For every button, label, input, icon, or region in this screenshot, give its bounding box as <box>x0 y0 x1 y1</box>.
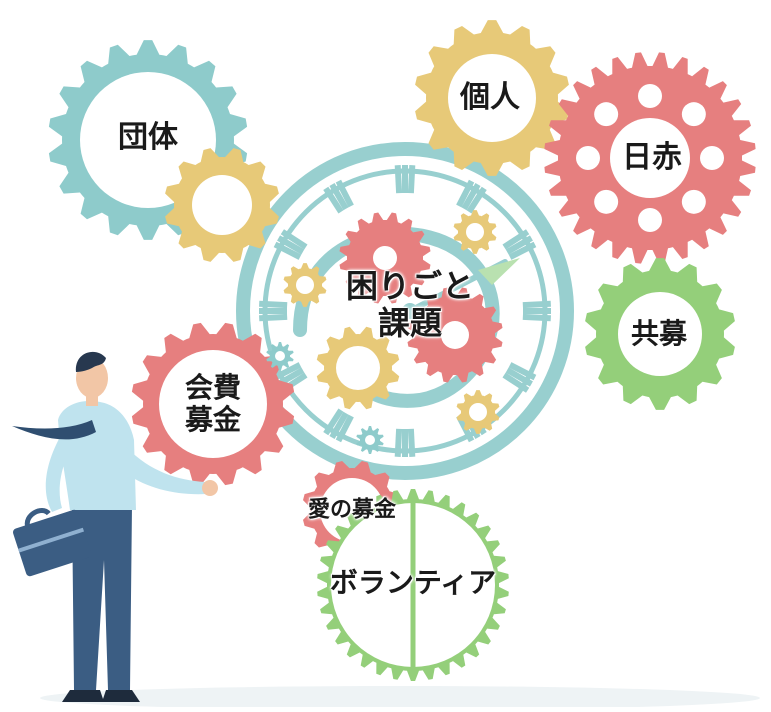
clock-center <box>402 303 418 319</box>
gear-inner-yellow-2 <box>453 210 497 254</box>
gear-inner-yellow-4 <box>456 390 500 434</box>
gear-inner-red <box>339 212 431 304</box>
briefcase-icon <box>12 508 92 577</box>
gear-individual <box>415 20 569 176</box>
label-membership-fundraising: 会費 募金 <box>184 370 242 436</box>
gear-membership <box>131 322 295 486</box>
label-love-fundraising: 愛の募金 <box>307 497 397 523</box>
label-group: 団体 <box>118 119 178 155</box>
gear-inner-yellow-3 <box>283 263 327 307</box>
gear-red-cross <box>544 52 756 264</box>
businessman <box>12 351 218 702</box>
ground-shadow <box>40 686 760 710</box>
gear-inner-red-2 <box>407 287 503 383</box>
gear-community-chest <box>585 258 735 410</box>
gear-small-yellow <box>165 148 279 262</box>
label-individual: 個人 <box>460 79 520 115</box>
gear-tiny-teal-2 <box>356 426 384 454</box>
gear-tiny-teal <box>266 342 294 370</box>
label-issues: 困りごと 課題 <box>345 267 475 342</box>
clock-hand-tip <box>478 258 520 285</box>
label-community-chest: 共募 <box>630 316 688 350</box>
label-red-cross: 日赤 <box>622 139 682 175</box>
gear-inner-yellow <box>316 326 400 410</box>
label-volunteer: ボランティア <box>329 565 497 599</box>
